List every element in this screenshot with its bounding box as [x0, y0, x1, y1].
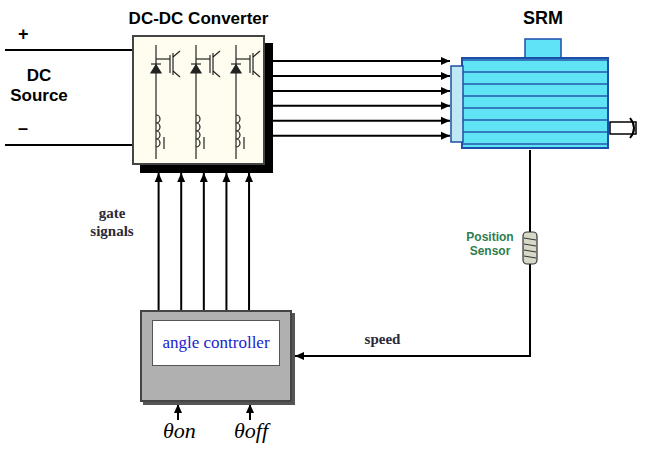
sensor-label: Position Sensor — [460, 230, 520, 259]
input-arrow — [249, 404, 251, 420]
input-arrow — [177, 404, 179, 420]
converter-circuit — [134, 37, 263, 163]
signal-arrow — [273, 135, 450, 137]
controller-box: angle controller — [140, 310, 292, 402]
motor-illustration — [450, 38, 610, 150]
shaft-coupling — [630, 118, 634, 138]
edge-label: speed — [365, 331, 401, 348]
signal-arrow — [180, 173, 182, 310]
terminal-sign: + — [18, 24, 29, 46]
signal-arrow — [273, 75, 450, 77]
angle-input: θoff — [234, 418, 268, 444]
position-sensor-icon — [523, 232, 537, 264]
signal-arrow — [158, 173, 160, 310]
signal-arrow — [273, 120, 450, 122]
signal-arrow — [295, 150, 530, 356]
signal-label: gate signals — [82, 204, 142, 240]
signal-arrow — [273, 105, 450, 107]
block-label: angle controller — [162, 333, 269, 353]
block-title: SRM — [523, 8, 563, 29]
angle-input: θon — [163, 418, 196, 444]
block-title: DC-DC Converter — [129, 9, 269, 29]
source-label: DC Source — [4, 66, 74, 107]
controller-panel: angle controller — [152, 320, 280, 366]
signal-arrow — [273, 90, 450, 92]
signal-arrow — [203, 173, 205, 310]
terminal-sign: – — [18, 118, 28, 140]
source-wire — [5, 49, 132, 51]
motor-shaft — [610, 122, 636, 134]
signal-arrow — [248, 173, 250, 310]
signal-arrow — [225, 173, 227, 310]
converter-box: DC-DC Converter — [132, 35, 265, 165]
signal-arrow — [273, 60, 450, 62]
source-wire — [5, 144, 132, 146]
motor-body: SRM — [450, 38, 610, 150]
